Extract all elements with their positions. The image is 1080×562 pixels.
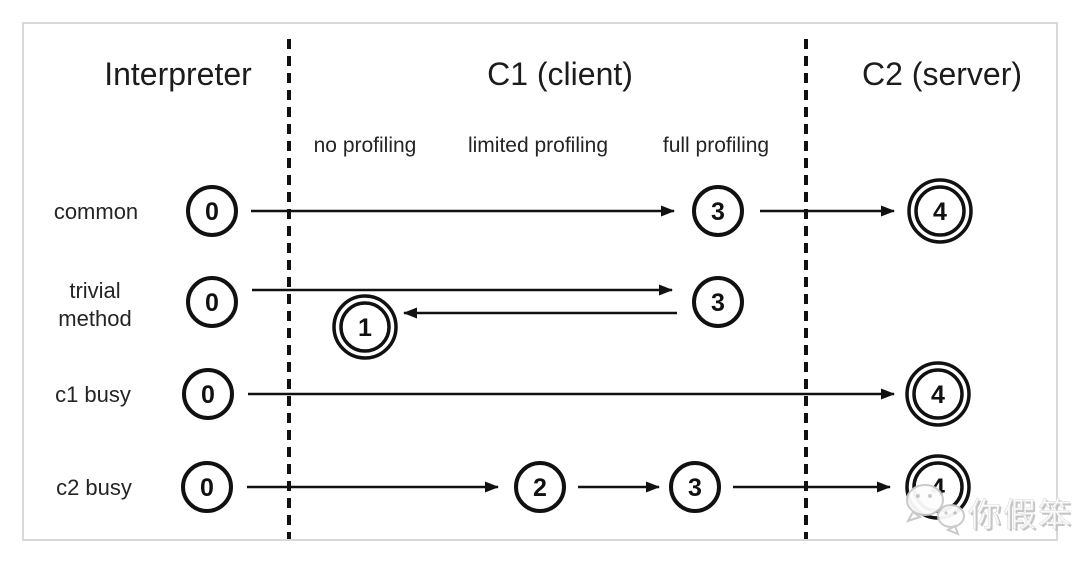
wechat-bubbles-icon: [905, 484, 965, 536]
state-node-tier2: [514, 461, 566, 513]
state-number: 4: [933, 198, 947, 226]
state-node-tier1-inner: [339, 301, 391, 353]
row-trivial-method: trivial method 0 3 1: [58, 276, 744, 360]
row-label-c2-busy: c2 busy: [56, 475, 132, 500]
row-label-c1-busy: c1 busy: [55, 382, 131, 407]
watermark: 你假笨 你假笨: [905, 484, 1075, 536]
state-number: 0: [205, 289, 219, 317]
state-number: 2: [533, 474, 547, 502]
watermark-text-shadow: 你假笨: [970, 498, 1075, 535]
phase-label-limited-profiling: limited profiling: [468, 134, 608, 157]
state-node-tier3: [669, 461, 721, 513]
column-header-c2: C2 (server): [862, 56, 1022, 92]
state-node-tier4-inner: [914, 185, 966, 237]
state-node-tier0: [182, 368, 234, 420]
column-header-interpreter: Interpreter: [104, 56, 252, 92]
state-node-tier3: [692, 276, 744, 328]
state-node-tier0: [186, 276, 238, 328]
state-number: 0: [200, 474, 214, 502]
row-c2-busy: c2 busy 0 2 3 4: [56, 454, 971, 520]
state-number: 1: [358, 314, 372, 342]
state-number: 4: [931, 381, 945, 409]
state-node-tier3: [692, 185, 744, 237]
phase-label-no-profiling: no profiling: [314, 134, 417, 157]
state-number: 3: [688, 474, 702, 502]
row-label-trivial: trivial: [69, 278, 120, 303]
row-label-method: method: [58, 306, 131, 331]
watermark-text: 你假笨: [968, 496, 1073, 533]
row-c1-busy: c1 busy 0 4: [55, 361, 971, 427]
panel-frame: [22, 22, 1058, 541]
row-common: common 0 3 4: [54, 178, 973, 244]
column-header-c1: C1 (client): [487, 56, 633, 92]
state-number: 3: [711, 289, 725, 317]
state-node-tier0: [186, 185, 238, 237]
state-number: 0: [201, 381, 215, 409]
row-label-common: common: [54, 199, 138, 224]
state-node-tier0: [181, 461, 233, 513]
state-node-tier4-inner: [912, 368, 964, 420]
state-number: 0: [205, 198, 219, 226]
state-number: 3: [711, 198, 725, 226]
phase-label-full-profiling: full profiling: [663, 134, 769, 157]
